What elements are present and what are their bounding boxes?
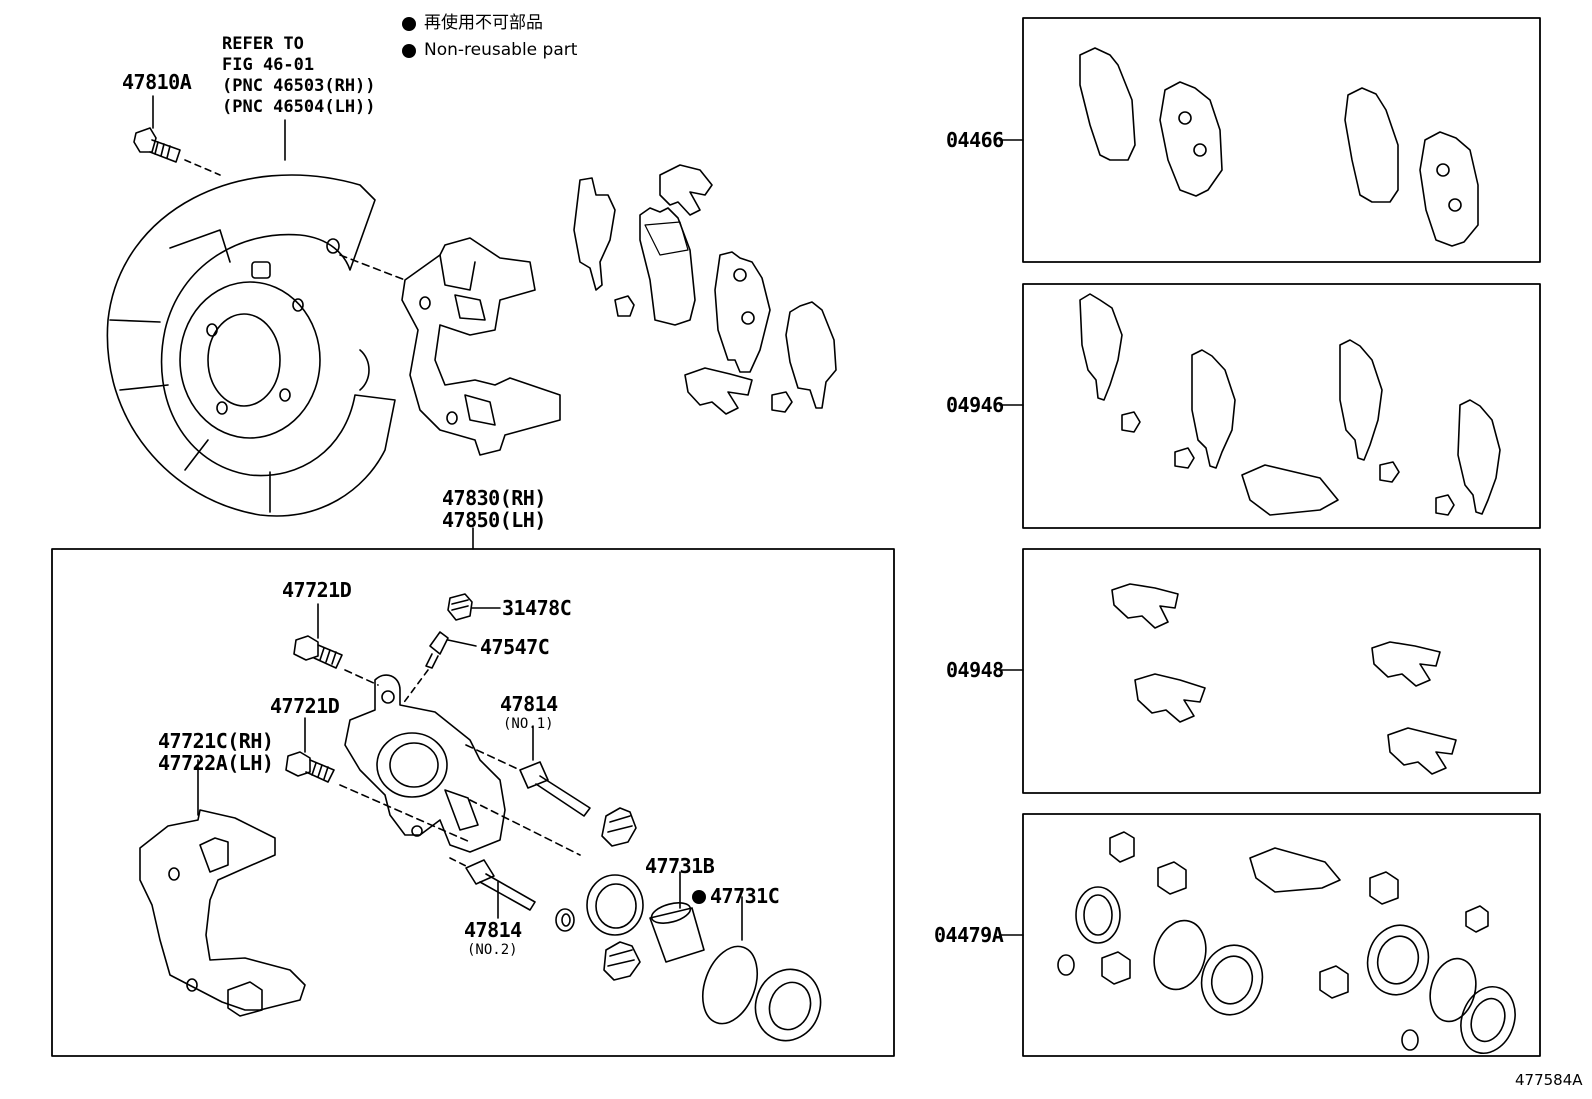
label-04466: 04466 (946, 128, 1004, 152)
kit-04946-shims (1080, 294, 1500, 515)
kit-frame-04946 (1023, 284, 1540, 528)
non-reusable-dot-icon (402, 17, 416, 31)
label-47814-no1: 47814 (500, 692, 558, 716)
label-47721D-upper: 47721D (282, 578, 352, 602)
bolt-47721D-lower (286, 718, 334, 782)
refer-note-line: FIG 46-01 (222, 55, 315, 75)
label-47810A: 47810A (122, 70, 192, 94)
kit-frame-04948 (1023, 549, 1540, 793)
label-04948: 04948 (946, 658, 1004, 682)
refer-note-line: REFER TO (222, 34, 304, 54)
kit-04466-pads (1080, 48, 1478, 246)
refer-note-line: (PNC 46504(LH)) (222, 97, 376, 117)
caliper-mounting-bracket-47721C (140, 760, 305, 1016)
non-reusable-dot-icon (402, 44, 416, 58)
label-31478C: 31478C (502, 596, 572, 620)
document-id: 477584A (1515, 1071, 1583, 1089)
label-47850: 47850(LH) (442, 508, 546, 532)
label-47731C: 47731C (710, 884, 780, 908)
slide-bushing-boots (556, 808, 640, 980)
bolt-47810A (134, 96, 285, 175)
dust-shield (107, 175, 395, 516)
label-47731B: 47731B (645, 854, 715, 878)
slide-pin-47814-no1 (466, 726, 590, 816)
slide-pin-47814-no2 (450, 858, 535, 918)
label-47722A: 47722A(LH) (158, 751, 274, 775)
piston-boot-ring (693, 897, 767, 1031)
piston-seal-and-piston (587, 872, 704, 962)
non-reusable-dot-icon (692, 890, 706, 904)
label-47814-no2: 47814 (464, 918, 522, 942)
refer-note-line: (PNC 46503(RH)) (222, 76, 376, 96)
cylinder-boot (746, 960, 831, 1050)
label-04479A: 04479A (934, 923, 1004, 947)
legend-japanese: 再使用不可部品 (424, 13, 543, 33)
bleeder-cap-31478C (448, 594, 500, 620)
label-47721C: 47721C(RH) (158, 729, 274, 753)
legend-english: Non-reusable part (424, 40, 578, 60)
label-47814-no1-sub: (NO.1) (503, 716, 554, 732)
caliper-cylinder-body (345, 675, 505, 852)
label-47830: 47830(RH) (442, 486, 546, 510)
kit-04479A-seal-kit (1058, 832, 1524, 1061)
bleeder-plug-47547C (402, 632, 476, 705)
label-47721D-lower: 47721D (270, 694, 340, 718)
label-04946: 04946 (946, 393, 1004, 417)
label-47547C: 47547C (480, 635, 550, 659)
caliper-mounting-bracket (402, 238, 560, 455)
pad-and-shim-group-top (574, 165, 836, 414)
bolt-47721D-upper (294, 604, 378, 685)
kit-frame-04466 (1023, 18, 1540, 262)
kit-04948-anti-rattle-clips (1112, 584, 1456, 774)
label-47814-no2-sub: (NO.2) (467, 942, 518, 958)
